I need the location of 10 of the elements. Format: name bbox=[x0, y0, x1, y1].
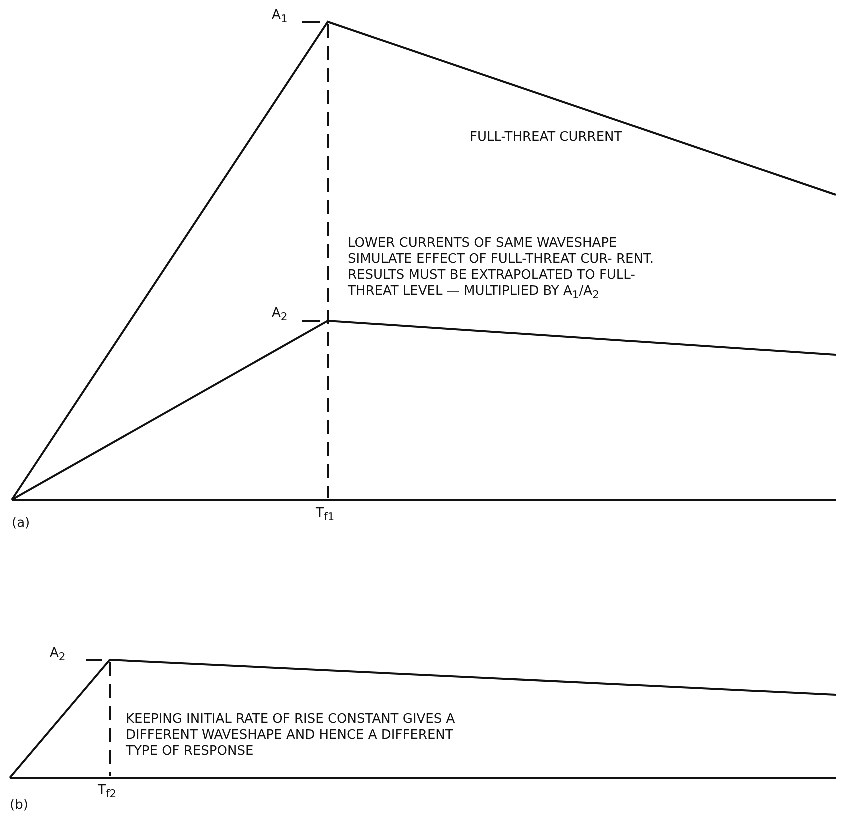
peak-label: A$_{2}$ bbox=[50, 646, 66, 666]
time-label: T$_{f2}$ bbox=[98, 783, 117, 803]
time-label: T$_{f1}$ bbox=[316, 506, 335, 526]
note-text: LOWER CURRENTS OF SAME WAVESHAPE SIMULATE EFFECT OF FULL-THREAT CUR- RENT. RESULTS MUST BE EXTRAPOLATED TO FULL-THREAT LEVEL — MULTIPLIED BY A$_{1}$/A$_{2}$ bbox=[348, 236, 655, 304]
panel-label: (a) bbox=[12, 516, 30, 532]
panel-label: (b) bbox=[10, 798, 28, 814]
note-text: KEEPING INITIAL RATE OF RISE CONSTANT GIVES A DIFFERENT WAVESHAPE AND HENCE A DIFFERENT TYPE OF RESPONSE bbox=[126, 712, 456, 760]
peak-label: A$_{1}$ bbox=[272, 8, 288, 28]
peak-label: A$_{2}$ bbox=[272, 306, 288, 326]
curve-label: FULL-THREAT CURRENT bbox=[470, 130, 622, 146]
